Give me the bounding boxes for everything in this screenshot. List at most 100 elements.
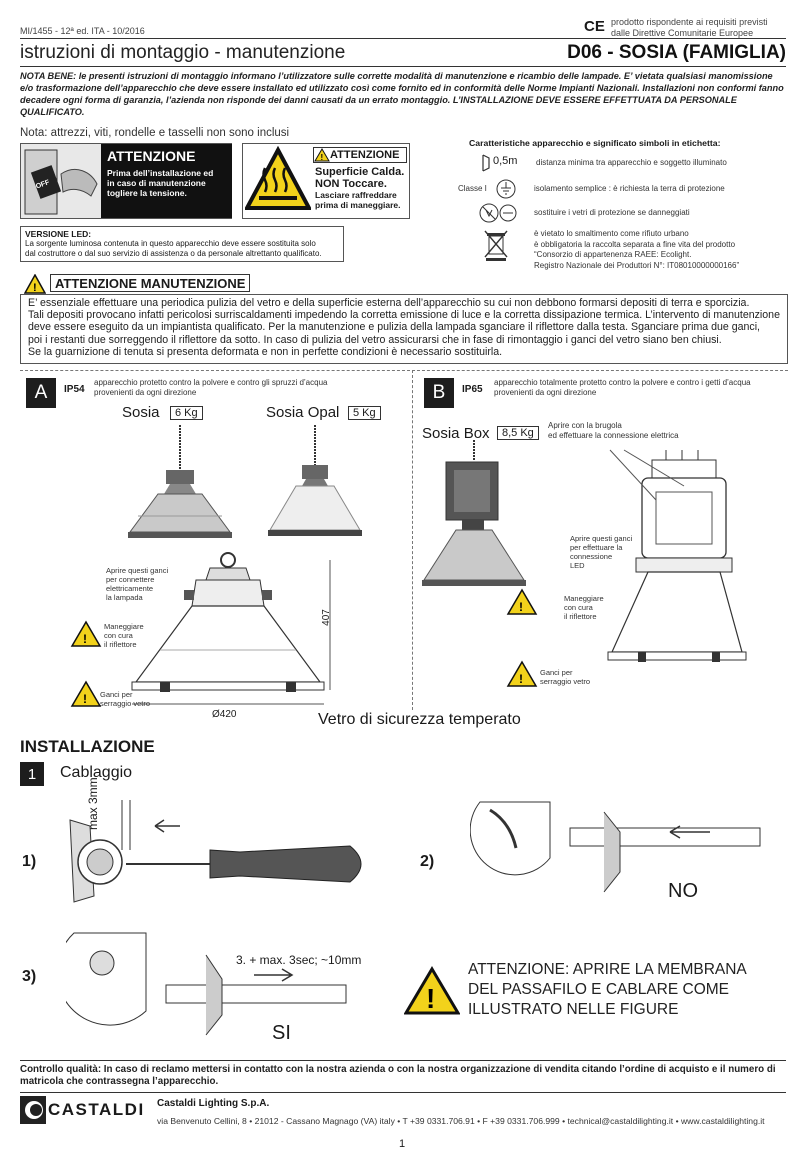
note-line: Aprire questi ganci: [106, 566, 169, 575]
warning-triangle-icon: !: [314, 148, 330, 162]
quality-control: Controllo qualità: In caso di reclamo me…: [20, 1064, 776, 1087]
dim-height: 407: [320, 609, 332, 626]
membrane-warning-line: ATTENZIONE: APRIRE LA MEMBRANA: [468, 961, 747, 978]
maintenance-warning-icon: !: [23, 273, 47, 299]
distance-text: distanza minima tra apparecchio e sogget…: [536, 158, 727, 167]
sosia-opal-lamp-illustration: [268, 425, 362, 536]
warning-heat-title: ATTENZIONE: [330, 149, 400, 161]
fig1-label: 1): [22, 853, 37, 870]
warning-triangle-icon: !: [23, 273, 47, 294]
note-glass-a: Ganci per serraggio vetro: [100, 690, 150, 708]
led-version-line: dal costruttore o dal suo servizio di as…: [25, 249, 322, 258]
glass-text: sostituire i vetri di protezione se dann…: [534, 208, 690, 217]
castaldi-logo-icon: [20, 1096, 46, 1124]
fig2-no: NO: [668, 880, 698, 902]
fig3-label: 3): [22, 968, 37, 985]
distance-icon: [482, 154, 490, 172]
maintenance-line: Tali depositi provocano infatti pericolo…: [28, 309, 780, 322]
model-sosia-box: Sosia Box: [422, 425, 490, 442]
title-rule: [20, 66, 786, 67]
footer-rule: [20, 1092, 786, 1093]
note-line: la lampada: [106, 593, 143, 602]
note-line: connessione: [570, 552, 613, 561]
earth-symbol: [495, 178, 517, 205]
weee-line: “Consorzio di appartenenza RAEE: Ecoligh…: [534, 250, 692, 259]
ip-text-line: apparecchio totalmente protetto contro l…: [494, 378, 751, 387]
symbols-title: Caratteristiche apparecchio e significat…: [469, 138, 721, 148]
fig1-screwdriver-drawing: [69, 800, 362, 903]
sosia-technical-drawing: [131, 552, 331, 705]
note-line: LED: [570, 561, 585, 570]
note-line: serraggio vetro: [540, 677, 591, 686]
warning-power-line: in caso di manutenzione: [107, 178, 206, 188]
warning-heat-line: Superficie Calda.: [315, 166, 405, 178]
fig2-label: 2): [420, 853, 435, 870]
note-handle-b: Maneggiare con cura il riflettore: [564, 594, 604, 621]
warning-heat-text: Superficie Calda. NON Toccare. Lasciare …: [315, 166, 409, 210]
fig3-cable-si-drawing: [66, 932, 347, 1036]
section-a-rule: [20, 370, 410, 371]
warning-heat-header: ! ATTENZIONE: [313, 147, 407, 163]
header-rule: [20, 38, 786, 39]
sosia-lamp-illustration: [128, 425, 232, 538]
weight-sosia-opal: 5 Kg: [348, 406, 381, 420]
warning-power-line: Prima dell’installazione ed: [107, 168, 214, 178]
distance-symbol: [479, 152, 529, 179]
weee-text: è vietato lo smaltimento come rifiuto ur…: [534, 229, 739, 271]
section-b-ip: IP65: [462, 384, 483, 395]
note-line: Ganci per: [100, 690, 133, 699]
svg-text:!: !: [426, 983, 435, 1014]
broken-glass-icon: [479, 203, 517, 223]
sosia-box-technical-drawing: [607, 449, 747, 662]
svg-text:!: !: [519, 672, 523, 686]
svg-text:!: !: [321, 153, 324, 162]
ce-text-line: dalle Direttive Comunitarie Europee: [611, 28, 754, 38]
product-title: D06 - SOSIA (FAMIGLIA): [567, 42, 786, 63]
tools-note: Nota: attrezzi, viti, rondelle e tassell…: [20, 127, 290, 139]
warning-power-box: OFF ATTENZIONE Prima dell’installazione …: [20, 143, 232, 219]
ce-text: prodotto rispondente ai requisiti previs…: [611, 17, 768, 39]
nota-bene: NOTA BENE: le presenti istruzioni di mon…: [20, 71, 784, 117]
note-line: per connettere: [106, 575, 155, 584]
section-a-ip: IP54: [64, 384, 85, 395]
ip-text-line: provenienti da ogni direzione: [494, 388, 597, 397]
glass-caption: Vetro di sicurezza temperato: [318, 711, 521, 728]
ce-mark: CE: [584, 18, 605, 35]
weee-line: Registro Nazionale dei Produttori N°: IT…: [534, 260, 740, 270]
note-line: Maneggiare: [564, 594, 604, 603]
note-line: con cura: [564, 603, 593, 612]
membrane-warning-icon: !: [404, 966, 460, 1015]
earth-icon: [496, 179, 516, 199]
section-divider: [412, 370, 413, 710]
maintenance-line: deve essere eseguito da un impiantista q…: [28, 321, 760, 334]
model-sosia: Sosia: [122, 404, 160, 421]
quality-rule: [20, 1060, 786, 1061]
membrane-warning-line: DEL PASSAFILO E CABLARE COME: [468, 981, 729, 998]
weight-sosia-box: 8,5 Kg: [497, 426, 539, 440]
section-b-letter: B: [424, 378, 454, 408]
switch-icon: OFF: [24, 149, 98, 215]
membrane-warning-line: ILLUSTRATO NELLE FIGURE: [468, 1001, 679, 1018]
fig2-cable-no-drawing: [470, 801, 761, 893]
note-line: elettricamente: [106, 584, 154, 593]
step-number: 1: [20, 762, 44, 786]
note-line: Maneggiare: [104, 622, 144, 631]
note-line: con cura: [104, 631, 133, 640]
model-sosia-opal: Sosia Opal: [266, 404, 340, 421]
fig1-dim: max 3mm: [86, 777, 100, 830]
note-line: Ganci per: [540, 668, 573, 677]
ip-text-line: provenienti da ogni direzione: [94, 388, 197, 397]
weee-line: è vietato lo smaltimento come rifiuto ur…: [534, 229, 689, 238]
page-title: istruzioni di montaggio - manutenzione: [20, 42, 346, 63]
glass-symbol: [478, 202, 520, 229]
svg-text:!: !: [33, 282, 37, 294]
warning-icon-glass: !: [70, 680, 102, 707]
note-hooks-a: Aprire questi ganci per connettere elett…: [106, 566, 168, 602]
section-a-drawings: ! !: [70, 425, 362, 707]
svg-text:!: !: [83, 692, 87, 706]
fig3-si: SI: [272, 1022, 291, 1044]
warning-heat-line: NON Toccare.: [315, 178, 387, 190]
weee-line: è obbligatoria la raccolta separata a fi…: [534, 239, 736, 249]
maintenance-line: poi i restanti due sorreggendo il riflet…: [28, 333, 722, 346]
warning-power-panel: ATTENZIONE Prima dell’installazione ed i…: [101, 144, 232, 218]
